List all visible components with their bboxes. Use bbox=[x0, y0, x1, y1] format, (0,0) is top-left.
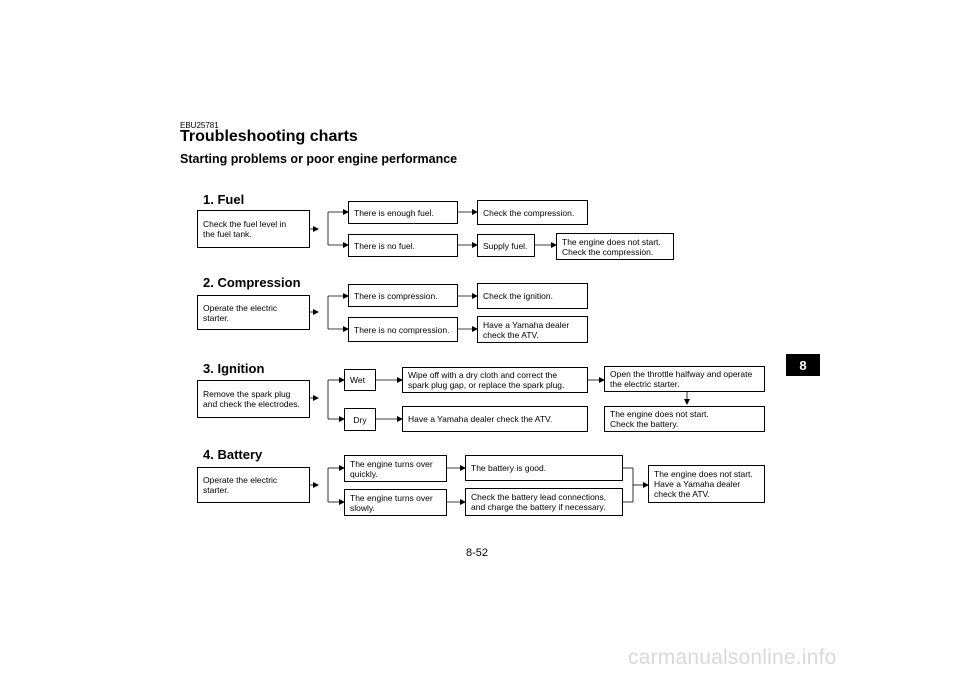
fuel-no-start-box: The engine does not start. Check the com… bbox=[556, 233, 674, 260]
battery-good-box: The battery is good. bbox=[465, 455, 623, 481]
section-heading-battery: 4. Battery bbox=[203, 447, 263, 462]
watermark: carmanualsonline.info bbox=[628, 646, 837, 669]
fuel-supply-box: Supply fuel. bbox=[477, 234, 535, 257]
page-number: 8-52 bbox=[466, 547, 489, 559]
ignition-wet-box: Wet bbox=[344, 369, 376, 391]
ignition-dry-box: Dry bbox=[344, 408, 376, 431]
compression-dealer-box: Have a Yamaha dealer check the ATV. bbox=[477, 316, 588, 343]
chapter-tab: 8 bbox=[786, 354, 820, 376]
compression-check-ignition-box: Check the ignition. bbox=[477, 283, 588, 309]
compression-start-box: Operate the electric starter. bbox=[197, 295, 310, 330]
fuel-enough-box: There is enough fuel. bbox=[348, 201, 458, 224]
ignition-throttle-box: Open the throttle halfway and operate th… bbox=[604, 366, 765, 392]
battery-quick-box: The engine turns over quickly. bbox=[344, 455, 447, 482]
ignition-start-box: Remove the spark plug and check the elec… bbox=[197, 380, 310, 418]
compression-yes-box: There is compression. bbox=[348, 284, 458, 307]
fuel-none-box: There is no fuel. bbox=[348, 234, 458, 257]
ignition-wipe-box: Wipe off with a dry cloth and correct th… bbox=[402, 367, 588, 393]
section-heading-ignition: 3. Ignition bbox=[203, 361, 265, 376]
battery-final-box: The engine does not start. Have a Yamaha… bbox=[648, 465, 765, 503]
ignition-dealer-box: Have a Yamaha dealer check the ATV. bbox=[402, 406, 588, 432]
section-heading-compression: 2. Compression bbox=[203, 275, 301, 290]
battery-charge-box: Check the battery lead connections, and … bbox=[465, 488, 623, 516]
compression-no-box: There is no compression. bbox=[348, 317, 458, 342]
page-subtitle: Starting problems or poor engine perform… bbox=[180, 152, 458, 166]
battery-start-box: Operate the electric starter. bbox=[197, 467, 310, 503]
battery-slow-box: The engine turns over slowly. bbox=[344, 489, 447, 516]
fuel-check-compression-box: Check the compression. bbox=[477, 200, 588, 225]
section-heading-fuel: 1. Fuel bbox=[203, 192, 245, 207]
document-code: EBU25781 bbox=[180, 121, 219, 130]
page-title: Troubleshooting charts bbox=[180, 128, 358, 145]
fuel-start-box: Check the fuel level in the fuel tank. bbox=[197, 210, 310, 248]
ignition-no-start-box: The engine does not start. Check the bat… bbox=[604, 406, 765, 432]
